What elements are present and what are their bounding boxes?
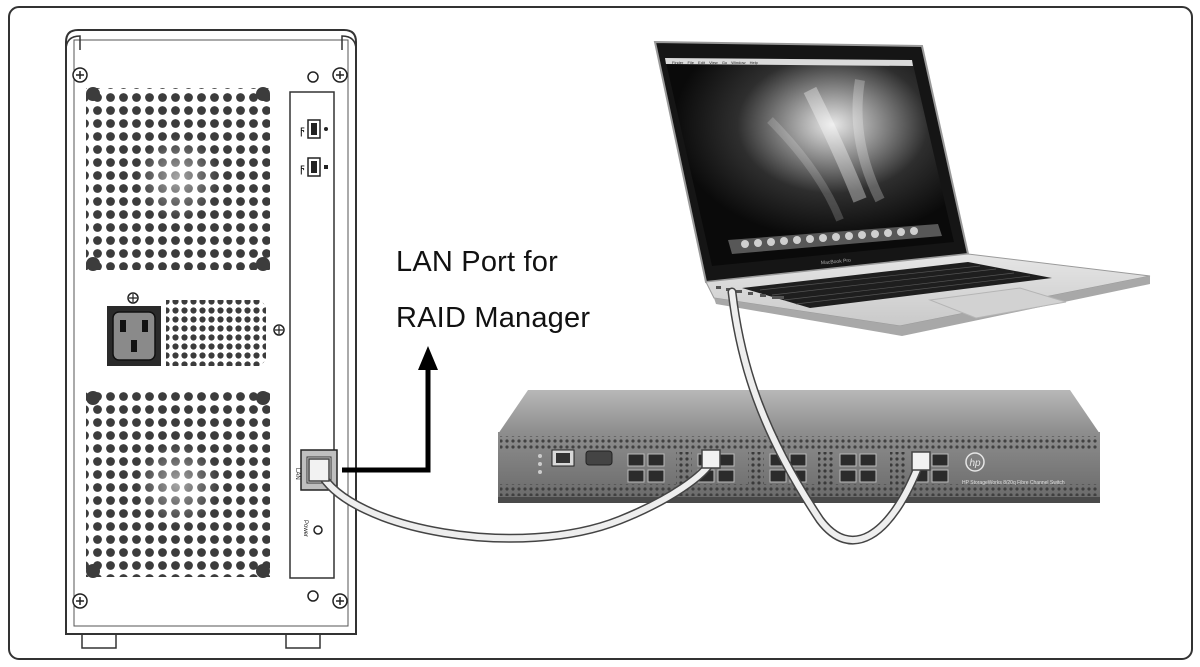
fc-switch: hp HP StorageWorks 8/20q Fibre Channel S… <box>498 390 1100 503</box>
hp-logo-text: hp <box>969 458 981 469</box>
callout-arrow <box>342 346 438 473</box>
hp-logo <box>965 452 985 472</box>
plug-raid-lan <box>308 458 330 482</box>
callout-line-1: LAN Port for <box>396 246 558 278</box>
power-button <box>313 525 323 535</box>
callout-line-2: RAID Manager <box>396 302 591 334</box>
bottom-fan-grille <box>86 391 270 578</box>
lan-port-label: LAN <box>294 468 300 480</box>
plug-switch-b <box>911 451 931 471</box>
laptop: Finder File Edit View Go Window Help Mac… <box>653 40 1151 336</box>
plug-switch-a <box>701 449 721 469</box>
psu-vent <box>166 300 285 366</box>
cables <box>315 287 925 545</box>
power-inlet <box>107 292 161 366</box>
svg-text:ϝ: ϝ <box>300 161 305 175</box>
raid-enclosure: ϝ ϝ LAN Power <box>65 29 357 649</box>
power-label: Power <box>302 520 308 537</box>
diagram-frame <box>8 6 1193 660</box>
laptop-trackpad <box>928 287 1067 319</box>
switch-model-label: HP StorageWorks 8/20q Fibre Channel Swit… <box>962 480 1065 486</box>
laptop-menu-bar: Finder File Edit View Go Window Help <box>672 60 759 65</box>
laptop-keyboard <box>742 262 1052 308</box>
controller-card: ϝ ϝ LAN Power <box>289 91 338 579</box>
svg-text:ϝ: ϝ <box>300 123 305 137</box>
top-fan-grille <box>86 87 270 271</box>
laptop-bezel-label: MacBook Pro <box>821 258 852 267</box>
